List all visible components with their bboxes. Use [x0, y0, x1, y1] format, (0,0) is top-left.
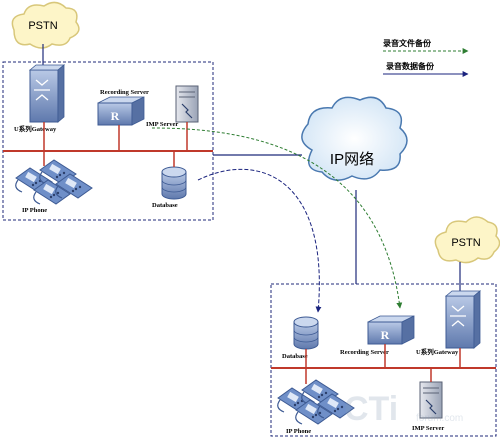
site-a-ip-phone-label: IP Phone	[22, 207, 47, 214]
site-a-gateway-icon	[34, 79, 50, 101]
site-b-ip-phone: IP Phone	[277, 379, 355, 435]
site-b-gateway-icon	[450, 305, 466, 327]
site-b-database: Database	[282, 316, 319, 360]
site-b-pstn-cloud: PSTN	[434, 216, 500, 264]
site-b-pstn-label: PSTN	[451, 237, 480, 249]
site-b-imp-server-label: IMP Server	[412, 425, 444, 432]
site-a-router-icon: R	[111, 109, 120, 123]
legend-data-backup-label: 录音数据备份	[386, 61, 435, 71]
watermark-main: CTi	[344, 390, 398, 428]
site-a-database: Database	[152, 166, 187, 209]
watermark-sub: forum.com	[416, 413, 463, 424]
ip-network-label: IP网络	[330, 151, 374, 168]
site-b-gateway: U系列Gateway	[416, 290, 482, 356]
site-b-recording-server-label: Recording Server	[340, 349, 389, 356]
watermark: CTi forum.com	[344, 390, 463, 428]
site-b-imp-server-icon	[425, 399, 437, 415]
file-backup-flow	[151, 127, 403, 309]
site-b-gateway-label: U系列Gateway	[416, 347, 459, 356]
site-b-database-label: Database	[282, 353, 308, 360]
site-b-imp-server: IMP Server	[412, 381, 444, 432]
site-a-imp-server: IMP Server	[146, 85, 199, 128]
site-b-frame	[270, 283, 497, 437]
site-b-recording-server: R Recording Server	[340, 315, 415, 356]
site-a-recording-server-label: Recording Server	[100, 89, 149, 96]
site-a-pstn-label: PSTN	[28, 20, 57, 32]
site-a-ip-phone: IP Phone	[15, 159, 93, 214]
site-a-gateway-label: U系列Gateway	[14, 124, 57, 133]
legend: 录音文件备份 录音数据备份	[383, 38, 469, 77]
site-a-recording-server: Recording Server R	[97, 89, 149, 126]
site-a-gateway: U系列Gateway	[14, 64, 66, 133]
site-b-ip-phone-label: IP Phone	[286, 428, 311, 435]
site-a-imp-server-label: IMP Server	[146, 121, 178, 128]
ip-network-cloud: IP网络	[301, 96, 408, 181]
site-a-imp-server-icon	[181, 103, 193, 119]
data-backup-flow	[197, 168, 322, 313]
site-a-database-label: Database	[152, 202, 178, 209]
site-a-pstn-cloud: PSTN	[11, 1, 80, 49]
site-b-router-icon: R	[381, 328, 390, 342]
site-a-frame	[2, 61, 214, 221]
legend-file-backup-label: 录音文件备份	[383, 38, 432, 48]
